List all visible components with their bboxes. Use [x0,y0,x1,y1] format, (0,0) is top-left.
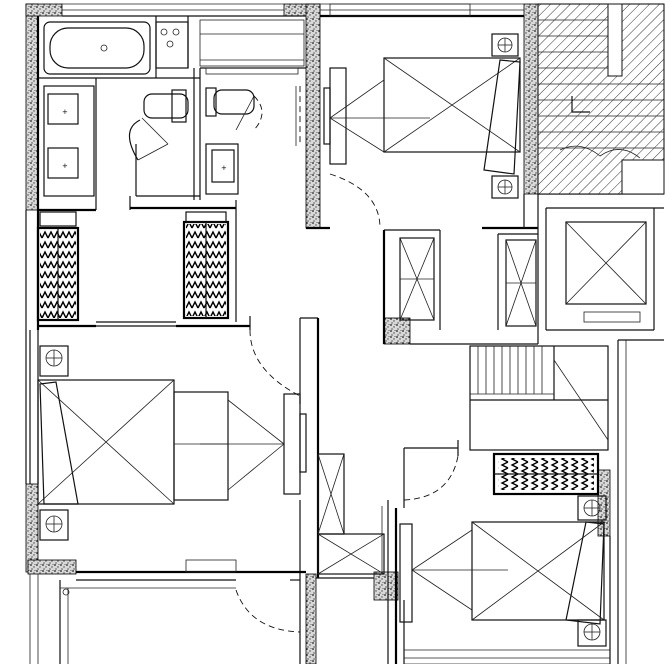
master-bedroom [37,329,307,633]
walls [25,3,611,664]
svg-text:+: + [221,164,227,172]
corridor-closet [317,453,385,575]
dressing-room [36,211,230,322]
bedroom-top [295,3,521,229]
stair-top-right [537,3,665,195]
svg-text:+: + [62,108,68,116]
svg-text:+: + [62,162,68,170]
bedroom-bottom [381,452,607,647]
stairwell [469,345,609,451]
elevator [565,221,647,323]
bathroom: + + + [43,19,305,197]
closet-top [399,237,537,327]
